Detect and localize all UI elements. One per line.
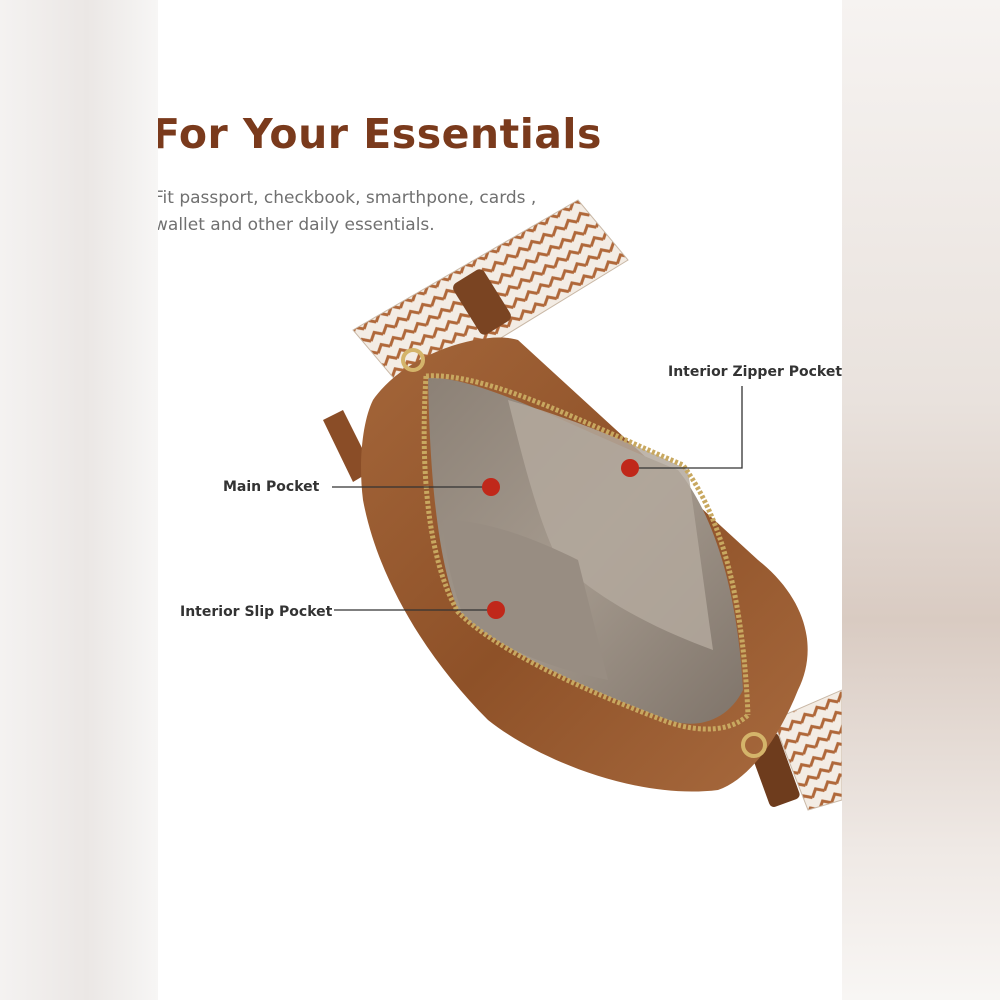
crossbody-bag-illustration	[323, 199, 842, 811]
interior-slip-pocket-label: Interior Slip Pocket	[180, 604, 333, 620]
left-backdrop	[0, 0, 158, 1000]
slip-pocket-marker	[487, 601, 505, 619]
side-tab	[323, 410, 373, 482]
main-pocket-label: Main Pocket	[223, 479, 320, 495]
interior-slip-pocket	[443, 520, 608, 680]
zipper-pocket-marker	[621, 459, 639, 477]
right-backdrop	[842, 0, 1000, 1000]
ring-bottom	[741, 732, 767, 758]
interior-zipper-pocket-label: Interior Zipper Pocket	[668, 364, 842, 380]
zipper-pocket-leader	[630, 386, 743, 469]
zipper-back	[425, 373, 751, 716]
interior-zipper-pocket	[508, 400, 713, 650]
main-pocket-marker	[482, 478, 500, 496]
description-line-2: wallet and other daily essentials.	[158, 215, 435, 235]
description: Fit passport, checkbook, smarthpone, car…	[158, 185, 574, 239]
product-panel: For Your Essentials Fit passport, checkb…	[158, 0, 842, 1000]
upper-strap	[352, 199, 629, 396]
description-line-1: Fit passport, checkbook, smarthpone, car…	[158, 188, 537, 208]
headline: For Your Essentials	[158, 110, 602, 158]
zipper-front	[421, 375, 750, 732]
ring-top	[401, 348, 425, 372]
